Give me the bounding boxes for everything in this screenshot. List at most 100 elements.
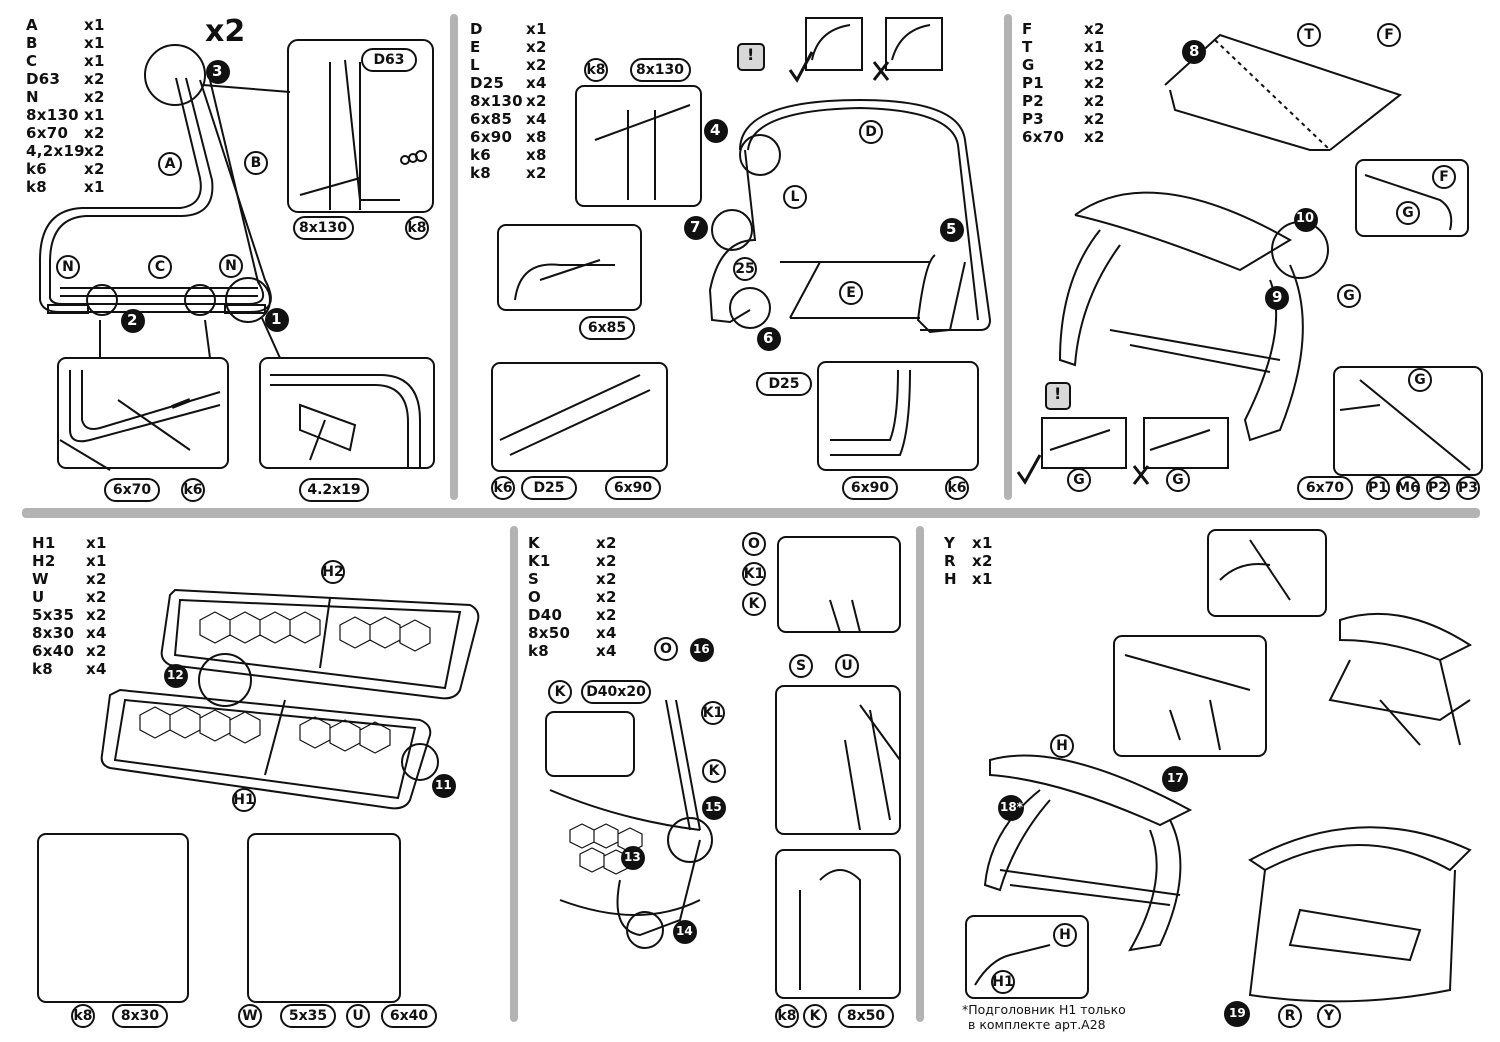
part-qty: x2 — [84, 160, 105, 178]
divider-v-1 — [450, 14, 458, 500]
part-qty: x2 — [1084, 74, 1105, 92]
callout-p3-g4: G — [1067, 468, 1091, 492]
part-qty: x2 — [1084, 20, 1105, 38]
callout-p6-y: Y — [1317, 1004, 1341, 1028]
footnote-line-2: в комплекте арт.A28 — [968, 1017, 1106, 1032]
callout-p1-k8: k8 — [405, 216, 429, 240]
callout-p3-p3: P3 — [1456, 476, 1480, 500]
part-code: K1 — [528, 552, 551, 570]
part-qty: x2 — [526, 56, 547, 74]
callout-p2-k6a: k6 — [491, 476, 515, 500]
part-qty: x2 — [86, 570, 107, 588]
step-15-number: 15 — [705, 800, 722, 814]
part-qty: x4 — [86, 624, 107, 642]
warning-mark-2: ! — [1054, 384, 1062, 403]
callout-p2-bolt6x90b: 6x90 — [842, 476, 898, 500]
part-code: k6 — [26, 160, 48, 178]
callout-p5-o1: O — [742, 532, 766, 556]
callout-p6-r: R — [1278, 1004, 1302, 1028]
callout-p5-kc: K — [548, 680, 572, 704]
callout-p2-d25b: D25 — [521, 476, 577, 500]
part-code: A — [26, 16, 38, 34]
step-4-number: 4 — [710, 121, 721, 139]
callout-p2-e: E — [839, 281, 863, 305]
part-qty: x1 — [84, 52, 105, 70]
divider-v-3 — [510, 526, 518, 1022]
step-7-number: 7 — [690, 218, 701, 236]
part-code: G — [1022, 56, 1035, 74]
parts-row: k8 x1 — [26, 178, 105, 196]
step-1 — [265, 308, 289, 332]
part-qty: x1 — [84, 178, 105, 196]
part-qty: x2 — [526, 92, 547, 110]
part-qty: x4 — [526, 74, 547, 92]
step-8-number: 8 — [1189, 42, 1200, 60]
callout-p2-k8: k8 — [584, 58, 608, 82]
divider-v-4 — [916, 526, 924, 1022]
callout-p4-k8: k8 — [71, 1004, 95, 1028]
step-1-number: 1 — [271, 310, 282, 328]
part-code: 6x70 — [1022, 128, 1065, 146]
part-qty: x2 — [86, 588, 107, 606]
part-qty: x2 — [972, 552, 993, 570]
callout-p2-d25a: D25 — [756, 372, 812, 396]
step-12-number: 12 — [167, 668, 184, 682]
callout-p4-h2: H2 — [321, 560, 345, 584]
part-qty: x2 — [86, 642, 107, 660]
part-code: Y — [944, 534, 956, 552]
callout-p5-ka: K — [742, 592, 766, 616]
part-code: k8 — [32, 660, 54, 678]
part-code: P2 — [1022, 92, 1045, 110]
step-2-number: 2 — [127, 311, 138, 329]
part-qty: x1 — [86, 534, 107, 552]
callout-p1-b: B — [244, 151, 268, 175]
footnote-line-1: *Подголовник H1 только — [962, 1002, 1126, 1017]
step-3-number: 3 — [212, 62, 223, 80]
step-14-number: 14 — [676, 924, 693, 938]
callout-p4-bolt6x40: 6x40 — [381, 1004, 437, 1028]
part-qty: x2 — [526, 38, 547, 56]
callout-p5-k1b: K1 — [701, 701, 725, 725]
part-qty: x2 — [526, 164, 547, 182]
callout-p2-bolt8x130: 8x130 — [629, 58, 691, 82]
step-2 — [121, 309, 145, 333]
part-qty: x8 — [526, 146, 547, 164]
callout-p3-g2: G — [1337, 284, 1361, 308]
panel3-drawing — [1016, 33, 1483, 485]
step-10-number: 10 — [1296, 211, 1315, 226]
part-code: 8x130 — [26, 106, 79, 124]
part-code: N — [26, 88, 39, 106]
part-qty: x1 — [526, 20, 547, 38]
callout-p5-kd: K — [803, 1004, 827, 1028]
part-code: W — [32, 570, 49, 588]
part-qty: x4 — [86, 660, 107, 678]
callout-p4-w: W — [238, 1004, 262, 1028]
callout-p2-bolt6x90a: 6x90 — [605, 476, 661, 500]
part-code: B — [26, 34, 38, 52]
step-19-number: 19 — [1229, 1006, 1246, 1020]
part-code: P3 — [1022, 110, 1045, 128]
part-qty: x1 — [84, 34, 105, 52]
part-code: k8 — [26, 178, 48, 196]
divider-v-2 — [1004, 14, 1012, 500]
callout-p1-screw: 4.2x19 — [299, 478, 369, 502]
step-16-number: 16 — [693, 642, 710, 656]
